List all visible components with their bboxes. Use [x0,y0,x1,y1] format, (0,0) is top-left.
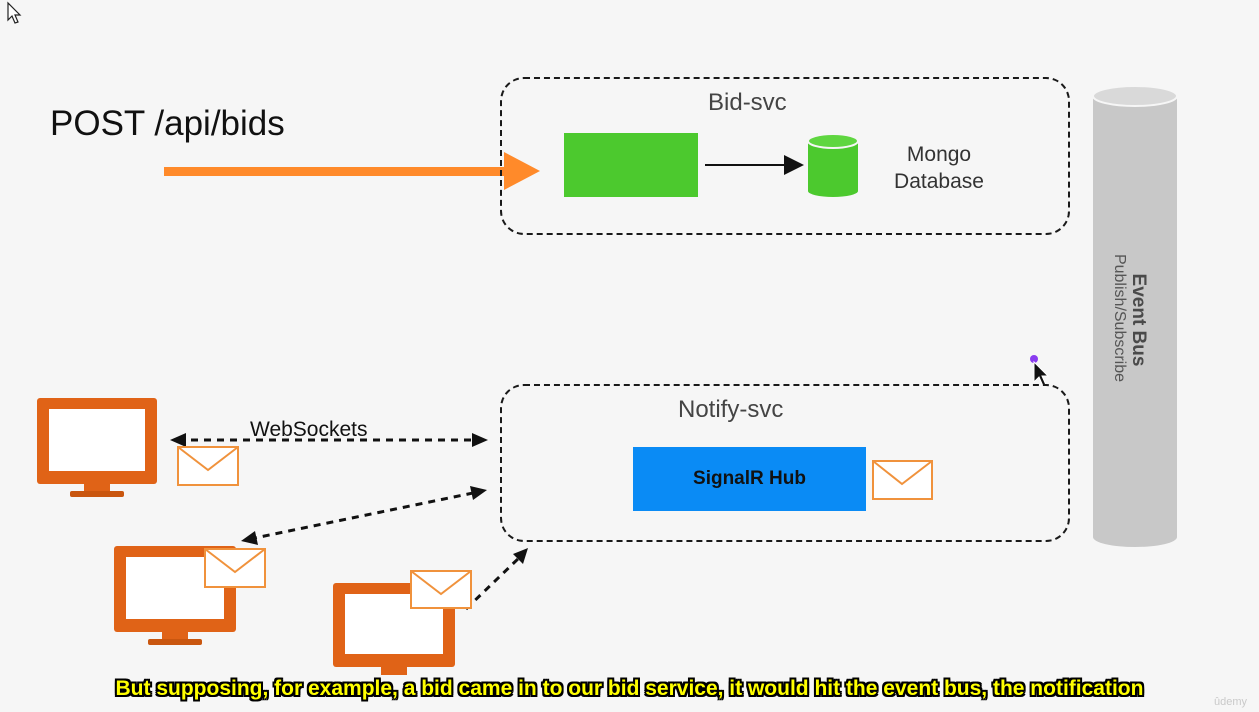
envelope-icon [410,570,472,609]
cursor-icon [1033,360,1050,387]
subtitle-caption: But supposing, for example, a bid came i… [0,677,1259,701]
event-bus-title: Event Bus [1128,273,1149,367]
database-icon [807,133,859,197]
bid-svc-container [500,77,1070,235]
websocket-link-3 [464,548,528,611]
bid-svc-title: Bid-svc [708,89,787,116]
purple-dot-icon [1030,355,1038,363]
udemy-watermark: ûdemy [1214,696,1248,708]
websocket-link-1 [170,433,488,447]
event-bus-subtitle: Publish/Subscribe [1111,253,1128,383]
envelope-icon [204,548,266,588]
monitor-icon [37,398,157,497]
signalr-hub-block: SignalR Hub [633,447,866,511]
bid-svc-service-block [564,133,698,197]
notify-svc-container [500,384,1070,542]
post-request-label: POST /api/bids [50,104,285,143]
websocket-link-2 [241,486,487,545]
mongo-database-label: Mongo Database [880,141,998,195]
caption-text: But supposing, for example, a bid came i… [115,677,1144,700]
envelope-icon [177,446,239,486]
envelope-icon [872,460,933,500]
post-request-arrow [164,152,540,190]
pointer-icon [7,1,22,24]
websockets-label: WebSockets [250,418,368,441]
event-bus-cylinder [1092,85,1178,547]
mongo-label-line2: Database [894,170,984,193]
signalr-hub-label: SignalR Hub [693,468,806,489]
notify-svc-title: Notify-svc [678,396,784,423]
mongo-label-line1: Mongo [906,143,972,166]
